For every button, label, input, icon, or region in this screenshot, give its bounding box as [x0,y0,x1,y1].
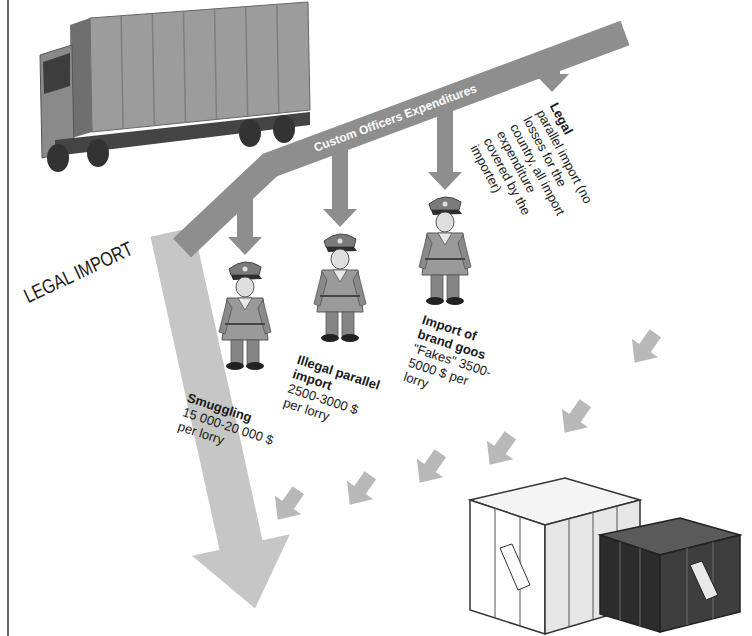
trailer-ribs [121,4,279,129]
crate-planks [495,506,617,627]
branch-arrow [228,185,262,255]
officer-caption: Import of brand goos"Fakes" 3500-5000 $ … [402,312,506,410]
caption-text: parallel import (no losses for the count… [467,107,598,246]
truck-wheel [239,119,261,147]
flow-arrow [337,466,384,514]
truck-wheel [47,144,69,172]
flow-arrow [622,324,669,372]
truck-windshield [43,53,70,94]
crate-side [600,535,660,632]
officer-caption: Smuggling15 000-20 000 $ per lorry [176,390,290,465]
crate-side [660,535,740,632]
flow-label: LEGAL IMPORT [20,236,137,307]
truck-trailer [90,2,310,132]
officer-caption: Illegal parallel import2500-3000 $ per l… [281,352,390,438]
customs-officer [219,262,271,370]
flow-arrow [552,394,599,442]
frame-line [7,0,9,636]
crate-sticker [500,544,530,590]
band-text: Custom Officers Expenditures [311,81,478,155]
branch-arrow [535,60,569,92]
customs-officer [419,197,471,305]
customs-officer [314,234,366,342]
crate-sticker [690,561,718,600]
truck-wheel [87,139,109,167]
flow-arrow [477,426,524,474]
route-caption: Legalparallel import (no losses for the … [467,100,611,246]
flow-arrow [265,481,312,529]
caption-text: LEGAL IMPORT [20,236,137,307]
band-label: Custom Officers Expenditures [301,75,489,162]
legal-import-arrow [151,227,290,608]
flow-arrow [407,444,454,492]
crate-side [470,500,545,634]
truck-wheel [273,115,295,143]
